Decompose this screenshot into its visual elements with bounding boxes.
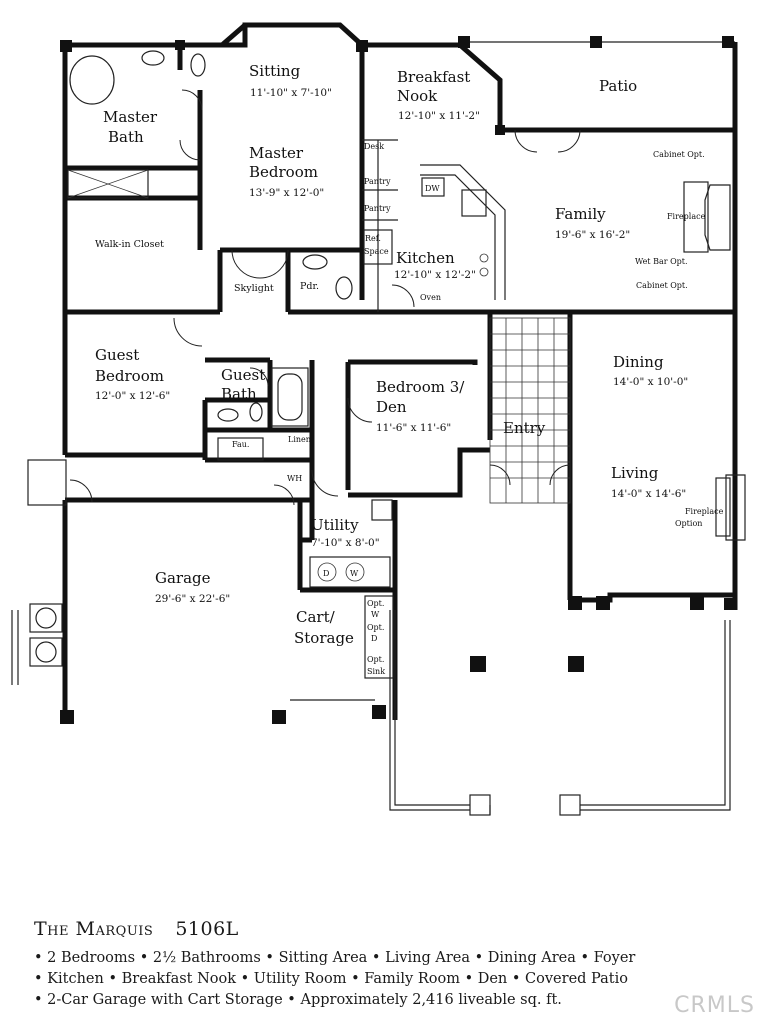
bedroom3-label-2: Den <box>376 398 407 416</box>
entry-tile <box>489 317 571 504</box>
opt-sink-label-2: Sink <box>367 667 385 676</box>
oven-label: Oven <box>420 293 441 302</box>
pdr-label: Pdr. <box>300 281 319 292</box>
master-bath-label: Master <box>103 108 158 126</box>
fireplace-option-label: Fireplace <box>685 507 724 516</box>
kitchen-dim: 12'-10" x 12'-2" <box>394 269 476 281</box>
wet-bar-opt-label: Wet Bar Opt. <box>635 257 688 266</box>
plan-caption: The Marquis 5106L • 2 Bedrooms • 2½ Bathr… <box>34 918 734 1011</box>
wh-label: WH <box>287 474 302 483</box>
breakfast-nook-label: Breakfast <box>397 68 470 86</box>
utility-dim: 7'-10" x 8'-0" <box>311 537 380 549</box>
garage-exterior <box>11 459 375 701</box>
opt-d-label: Opt. <box>367 623 384 632</box>
dining-label: Dining <box>613 353 664 371</box>
fixtures <box>67 50 394 679</box>
annotations: Walk-in Closet Skylight Pdr. Desk Pantry… <box>95 142 724 676</box>
master-bedroom-dim: 13'-9" x 12'-0" <box>249 187 324 199</box>
sitting-label: Sitting <box>249 62 301 80</box>
fireplace-label: Fireplace <box>667 212 706 221</box>
entry-label: Entry <box>503 419 546 437</box>
dryer-label: D <box>323 569 329 578</box>
posts <box>60 36 736 724</box>
family-label: Family <box>555 205 606 223</box>
skylight-label: Skylight <box>234 283 274 294</box>
guest-bedroom-label: Guest <box>95 346 139 364</box>
dw-label: DW <box>425 184 440 193</box>
living-dim: 14'-0" x 14'-6" <box>611 488 686 500</box>
guest-bedroom-label-2: Bedroom <box>95 367 164 385</box>
features-line-2: • Kitchen • Breakfast Nook • Utility Roo… <box>34 971 628 987</box>
ref-space-label: Space <box>364 247 389 256</box>
linen-label: Linen <box>288 435 311 444</box>
master-bedroom-label: Master <box>249 144 304 162</box>
crmls-watermark: CRMLS <box>674 993 755 1018</box>
garage-label: Garage <box>155 569 211 587</box>
opt-w-label: Opt. <box>367 599 384 608</box>
pantry-label-1: Pantry <box>364 177 391 186</box>
guest-bedroom-dim: 12'-0" x 12'-6" <box>95 390 170 402</box>
dining-dim: 14'-0" x 10'-0" <box>613 376 688 388</box>
bedroom3-dim: 11'-6" x 11'-6" <box>376 422 451 434</box>
features-line-3: • 2-Car Garage with Cart Storage • Appro… <box>34 992 562 1008</box>
pantry-label-2: Pantry <box>364 204 391 213</box>
porch-outline <box>389 610 731 816</box>
door-swings <box>69 89 581 506</box>
guest-bath-label-2: Bath <box>221 385 257 403</box>
cabinet-opt-top-label: Cabinet Opt. <box>653 150 705 159</box>
floor-plan: Sitting 11'-10" x 7'-10" Breakfast Nook … <box>11 22 746 816</box>
cabinet-opt-bottom-label: Cabinet Opt. <box>636 281 688 290</box>
plan-name: The Marquis <box>34 918 154 940</box>
sitting-dim: 11'-10" x 7'-10" <box>250 87 332 99</box>
master-bath-label-2: Bath <box>108 128 144 146</box>
bedroom3-label: Bedroom 3/ <box>376 378 465 396</box>
walls <box>62 22 738 720</box>
garage-dim: 29'-6" x 22'-6" <box>155 593 230 605</box>
washer-label: W <box>350 569 359 578</box>
features-line-1: • 2 Bedrooms • 2½ Bathrooms • Sitting Ar… <box>34 950 636 966</box>
breakfast-nook-dim: 12'-10" x 11'-2" <box>398 110 480 122</box>
opt-d-label-2: D <box>371 634 377 643</box>
room-labels: Sitting 11'-10" x 7'-10" Breakfast Nook … <box>95 62 688 647</box>
walk-in-closet-label: Walk-in Closet <box>95 239 164 250</box>
desk-label: Desk <box>364 142 384 151</box>
breakfast-nook-label-2: Nook <box>397 87 438 105</box>
ref-label: Ref. <box>365 234 381 243</box>
plan-title: The Marquis 5106L <box>34 918 734 940</box>
kitchen-counters <box>362 139 506 312</box>
fireplaces <box>683 181 746 541</box>
opt-w-label-2: W <box>371 610 380 619</box>
cart-storage-label-2: Storage <box>294 629 354 647</box>
guest-bath-label: Guest <box>221 366 265 384</box>
kitchen-label: Kitchen <box>396 249 455 267</box>
master-bedroom-label-2: Bedroom <box>249 163 318 181</box>
model-number: 5106L <box>175 918 239 940</box>
fireplace-option-label-2: Option <box>675 519 702 528</box>
cart-storage-label: Cart/ <box>296 608 336 626</box>
patio-label: Patio <box>599 77 637 95</box>
fau-label: Fau. <box>232 440 249 449</box>
living-label: Living <box>611 464 659 482</box>
opt-sink-label: Opt. <box>367 655 384 664</box>
utility-label: Utility <box>311 516 359 534</box>
family-dim: 19'-6" x 16'-2" <box>555 229 630 241</box>
